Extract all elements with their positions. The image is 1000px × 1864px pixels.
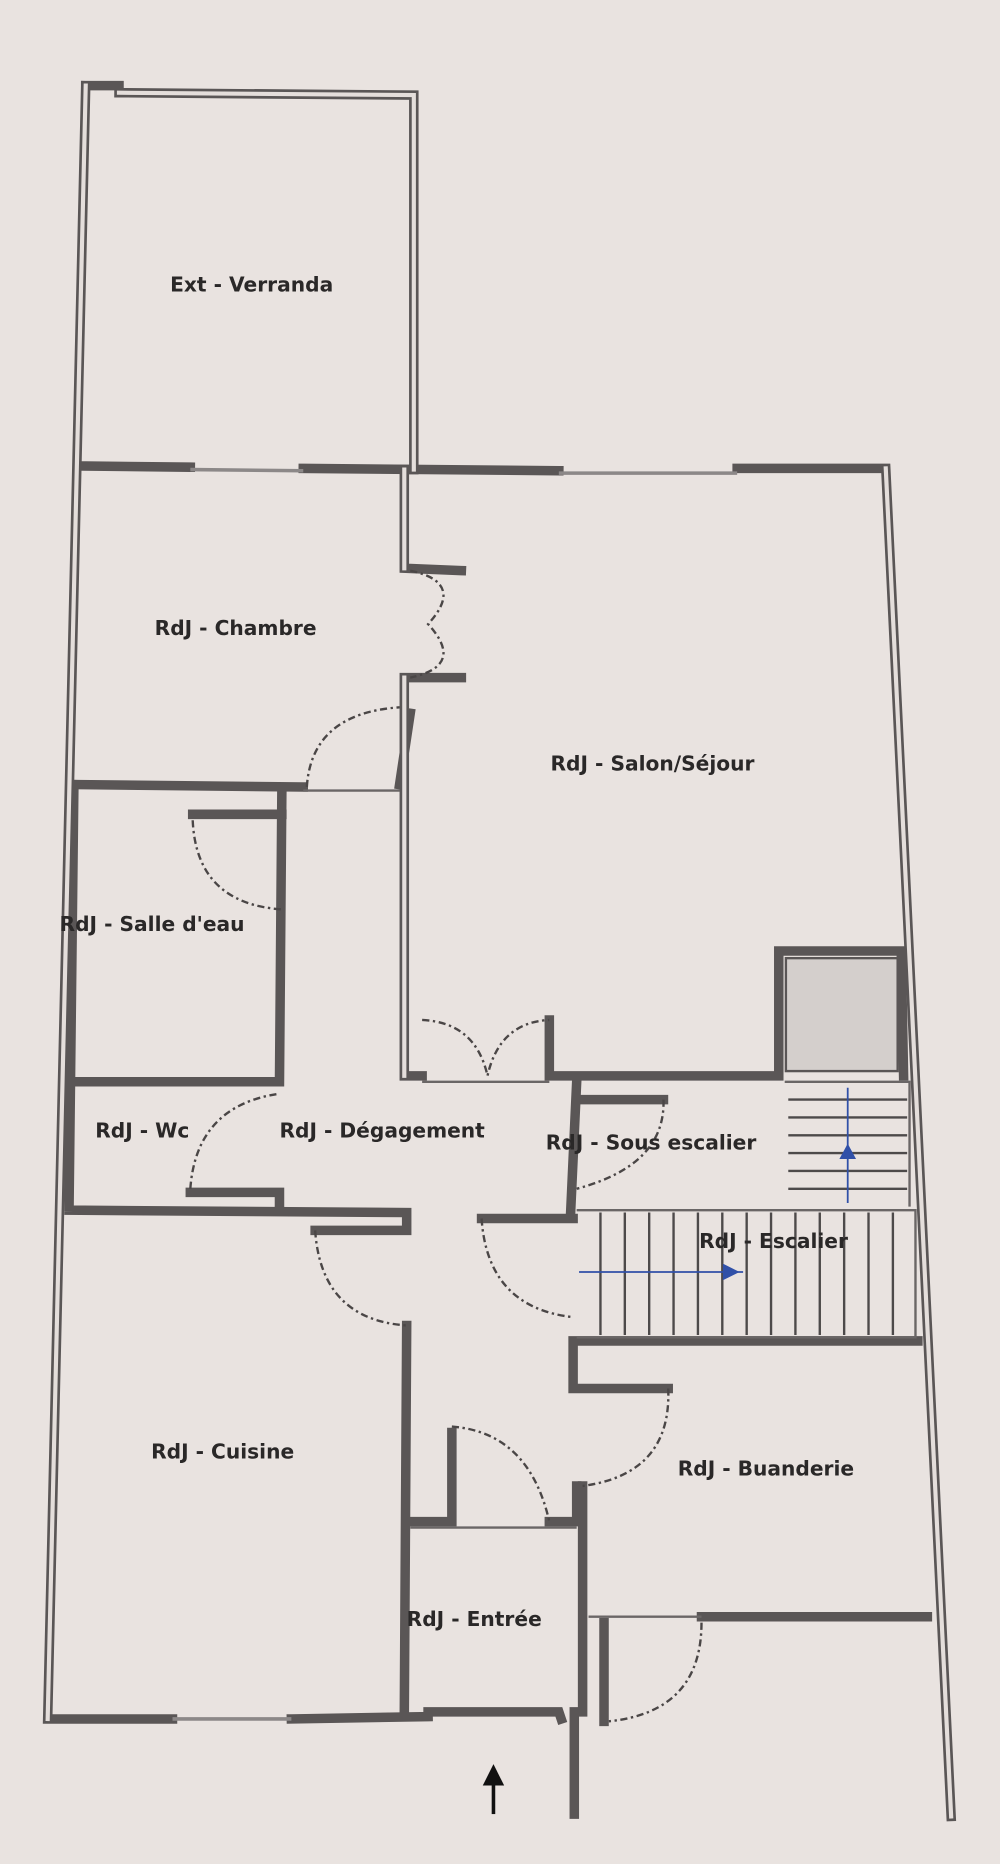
storage-block (784, 956, 899, 1073)
room-label-wc: RdJ - Wc (95, 1119, 189, 1143)
room-label-salon: RdJ - Salon/Séjour (551, 751, 755, 775)
stair-arrow-up-icon (839, 1143, 857, 1160)
room-label-buanderie: RdJ - Buanderie (678, 1456, 854, 1480)
room-label-escalier: RdJ - Escalier (699, 1229, 848, 1253)
room-label-salle-eau: RdJ - Salle d'eau (60, 912, 245, 936)
room-label-degagement: RdJ - Dégagement (279, 1119, 485, 1143)
walls (42, 80, 957, 1822)
room-label-veranda: Ext - Verranda (170, 272, 333, 296)
wall-inner-lines (45, 83, 954, 1819)
thin-lines (303, 789, 917, 1618)
windows (172, 467, 738, 1721)
room-label-cuisine: RdJ - Cuisine (151, 1440, 294, 1464)
entry-arrow-icon (482, 1764, 505, 1815)
stair-arrow-right-icon (722, 1263, 740, 1281)
room-label-chambre: RdJ - Chambre (155, 616, 317, 640)
doors (189, 569, 703, 1723)
stair-arrows (579, 1087, 857, 1281)
room-label-sous-escalier: RdJ - Sous escalier (546, 1131, 757, 1155)
stair-main (599, 1212, 895, 1335)
room-label-entree: RdJ - Entrée (407, 1607, 542, 1631)
